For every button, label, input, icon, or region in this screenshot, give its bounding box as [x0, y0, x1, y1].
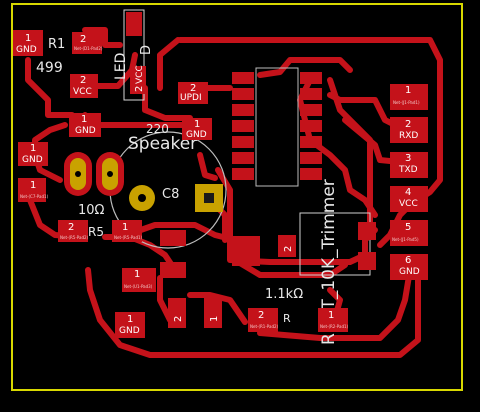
svg-text:1: 1: [122, 222, 128, 233]
th-pad-oval-2[interactable]: [96, 152, 124, 196]
r-pad-2-bottom[interactable]: 2: [168, 298, 186, 328]
r-pad-1b-bottom[interactable]: 1: [204, 298, 222, 328]
svg-text:VCC: VCC: [399, 199, 418, 209]
svg-text:Net-(U1-Pad3): Net-(U1-Pad3): [124, 284, 153, 289]
pad-trimmer-2[interactable]: 2: [278, 235, 296, 257]
svg-text:2: 2: [80, 34, 86, 45]
svg-text:1: 1: [30, 180, 36, 191]
cap-pads-mid[interactable]: [160, 230, 260, 278]
ftdi-pad-vcc[interactable]: 4 VCC: [390, 186, 428, 212]
trimmer-outline: [299, 212, 371, 276]
silk-r5-value: 10Ω: [78, 203, 105, 218]
svg-text:4: 4: [405, 187, 411, 198]
svg-text:UPDI: UPDI: [180, 93, 202, 103]
svg-text:1: 1: [81, 114, 87, 125]
ftdi-pad-gnd[interactable]: 6 GND: [390, 254, 428, 280]
svg-text:5: 5: [405, 222, 411, 233]
svg-text:2: 2: [134, 86, 145, 92]
silk-trimmer: RPOT_10K_Trimmer: [319, 179, 339, 345]
silk-speaker: Speaker: [128, 134, 197, 154]
ftdi-pad-5[interactable]: 5 Net-(J1-Pad5): [390, 220, 428, 246]
silk-d: D: [139, 45, 154, 55]
r5-pad-2[interactable]: 2 Net-(R5-Pad2): [58, 220, 89, 242]
pad-left-1[interactable]: 1 Net-(C7-Pad1): [18, 178, 49, 202]
silk-led: LED: [113, 53, 129, 80]
svg-text:1: 1: [209, 316, 220, 322]
ic-pads-left[interactable]: [232, 72, 254, 180]
svg-text:Net-(R2-Pad1): Net-(R2-Pad1): [320, 324, 349, 329]
svg-text:1: 1: [405, 85, 411, 96]
r1-pad-2[interactable]: 2 Net-(D1-Pad2): [72, 32, 103, 54]
pad-bottom-gnd[interactable]: 1 GND: [115, 312, 145, 338]
silk-r-label: R: [283, 312, 291, 325]
svg-text:VCC: VCC: [135, 65, 145, 84]
r-pad-1k-left[interactable]: 2 Net-(R1-Pad2): [248, 308, 279, 332]
svg-text:2: 2: [405, 119, 411, 130]
svg-text:RXD: RXD: [399, 131, 418, 141]
svg-text:1: 1: [25, 33, 31, 44]
svg-text:1: 1: [328, 310, 334, 321]
svg-text:GND: GND: [16, 45, 37, 55]
svg-text:2: 2: [258, 310, 264, 321]
th-pad-oval-1[interactable]: [64, 152, 92, 196]
pad-gnd-center[interactable]: 1 GND: [182, 118, 212, 140]
ic-pads-right[interactable]: [300, 72, 322, 180]
svg-text:GND: GND: [119, 326, 140, 336]
svg-text:2: 2: [68, 222, 74, 233]
svg-text:2: 2: [190, 83, 196, 94]
svg-text:2: 2: [173, 316, 184, 322]
svg-text:GND: GND: [75, 126, 96, 136]
c8-pad-round[interactable]: [129, 185, 155, 211]
svg-text:Net-(C7-Pad1): Net-(C7-Pad1): [20, 194, 49, 199]
pad-j1-gnd[interactable]: 1 GND: [69, 113, 101, 137]
svg-text:Net-(R5-Pad2): Net-(R5-Pad2): [60, 235, 89, 240]
ftdi-pad-txd[interactable]: 3 TXD: [390, 152, 428, 178]
silk-r1-value: 499: [36, 60, 63, 76]
pad-led-gnd[interactable]: [126, 12, 142, 36]
svg-text:VCC: VCC: [73, 87, 92, 97]
svg-text:GND: GND: [186, 130, 207, 140]
r-pad-1-bottom[interactable]: 1 Net-(U1-Pad3): [122, 268, 156, 292]
board-outline: [11, 3, 463, 391]
svg-text:Net-(R1-Pad2): Net-(R1-Pad2): [250, 324, 279, 329]
svg-text:2: 2: [283, 246, 294, 252]
ic-outline: [255, 67, 299, 187]
ftdi-pad-rxd[interactable]: 2 RXD: [390, 117, 428, 143]
pad-updi[interactable]: 2 UPDI: [178, 82, 208, 104]
pad-gnd-left[interactable]: 1 GND: [18, 142, 48, 166]
svg-text:GND: GND: [399, 267, 420, 277]
r-pad-1k-right[interactable]: 1 Net-(R2-Pad1): [318, 308, 349, 332]
svg-text:TXD: TXD: [398, 165, 418, 175]
pad-led-vcc[interactable]: 2 VCC: [130, 65, 146, 94]
svg-text:1: 1: [127, 314, 133, 325]
silk-speaker-value: 220: [146, 122, 169, 136]
svg-text:6: 6: [405, 255, 411, 266]
svg-text:Net-(J1-Pad1): Net-(J1-Pad1): [393, 100, 420, 105]
svg-text:3: 3: [405, 153, 411, 164]
silk-1k1: 1.1kΩ: [265, 287, 303, 302]
svg-text:Net-(R5-Pad1): Net-(R5-Pad1): [114, 235, 143, 240]
trimmer-pad-bottom[interactable]: [358, 252, 376, 270]
silk-r5: R5: [88, 225, 104, 239]
svg-text:1: 1: [30, 143, 36, 154]
pad-r1-gnd[interactable]: 1 GND: [13, 30, 43, 56]
silk-r1: R1: [48, 37, 65, 52]
svg-text:Net-(D1-Pad2): Net-(D1-Pad2): [74, 46, 103, 51]
led-outline: [123, 9, 145, 101]
svg-text:1: 1: [134, 269, 140, 280]
trimmer-pad-top[interactable]: [358, 222, 376, 240]
svg-text:1: 1: [194, 119, 200, 130]
r5-pad-1[interactable]: 1 Net-(R5-Pad1): [112, 220, 143, 242]
svg-text:GND: GND: [22, 155, 43, 165]
c8-pad-square[interactable]: [195, 184, 223, 212]
silk-c8: C8: [162, 187, 179, 202]
pad-vcc-2[interactable]: 2 VCC: [70, 74, 98, 98]
ftdi-pad-1[interactable]: 1 Net-(J1-Pad1): [390, 84, 428, 110]
svg-text:2: 2: [80, 75, 86, 86]
svg-text:Net-(J1-Pad5): Net-(J1-Pad5): [392, 237, 419, 242]
